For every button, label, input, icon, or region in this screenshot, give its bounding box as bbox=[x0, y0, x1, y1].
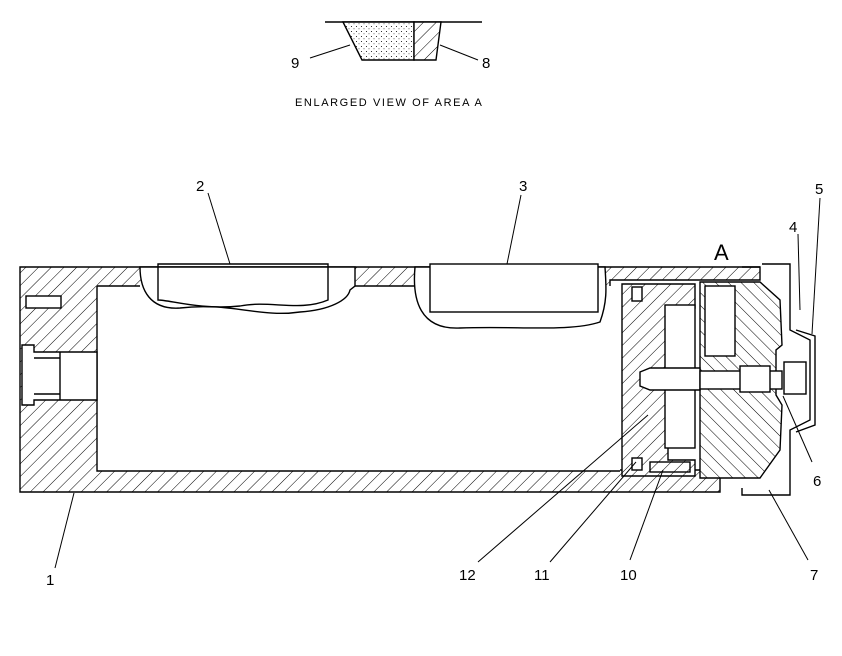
callout-12: 12 bbox=[459, 567, 476, 584]
pocket-2 bbox=[139, 266, 356, 315]
enlarged-view-caption: ENLARGED VIEW OF AREA A bbox=[295, 97, 483, 109]
callout-5: 5 bbox=[815, 181, 823, 198]
area-a-marker: A bbox=[714, 240, 729, 265]
cylinder-body bbox=[19, 263, 761, 493]
callout-7: 7 bbox=[810, 567, 818, 584]
callout-1: 1 bbox=[46, 572, 54, 589]
callout-2: 2 bbox=[196, 178, 204, 195]
cover-4 bbox=[741, 263, 811, 496]
cap-5 bbox=[795, 329, 816, 433]
seal-element-9 bbox=[341, 21, 415, 61]
leader-lines bbox=[54, 192, 821, 569]
callout-labels: A 1 2 3 4 5 6 7 10 11 12 bbox=[46, 178, 823, 589]
piston-head-assembly bbox=[621, 263, 816, 496]
callout-3: 3 bbox=[519, 178, 527, 195]
enlarged-view-area-a: 9 8 ENLARGED VIEW OF AREA A bbox=[291, 21, 490, 109]
callout-8: 8 bbox=[482, 55, 490, 72]
callout-10: 10 bbox=[620, 567, 637, 584]
callout-11: 11 bbox=[534, 567, 550, 584]
callout-4: 4 bbox=[789, 219, 797, 236]
callout-6: 6 bbox=[813, 473, 821, 490]
wear-ring-10 bbox=[649, 461, 691, 473]
callout-9: 9 bbox=[291, 55, 299, 72]
backup-ring-8 bbox=[413, 21, 442, 61]
